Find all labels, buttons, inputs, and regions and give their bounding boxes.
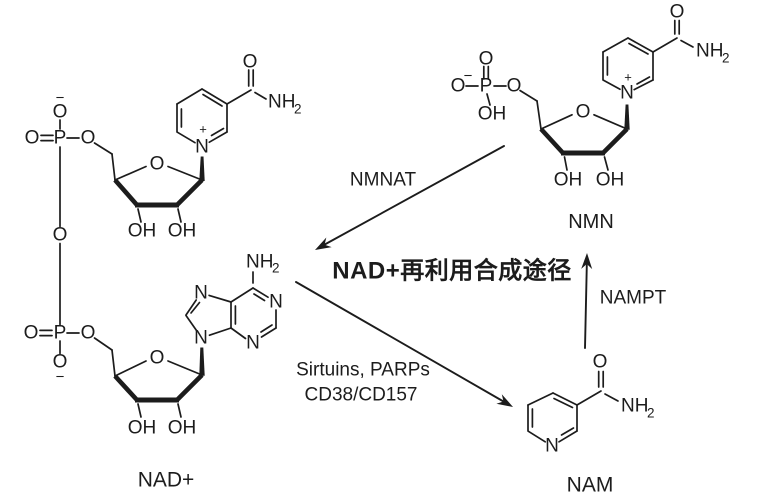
atom-label: N	[246, 333, 260, 354]
atom-label: O	[593, 352, 608, 373]
atom-label: P	[54, 128, 67, 149]
plus-charge: +	[199, 122, 207, 137]
atom-label: N	[620, 83, 634, 104]
atom-label: 2	[647, 406, 655, 421]
nampt-arrow	[581, 253, 593, 349]
atom-label: O	[53, 225, 68, 246]
atom-label: P	[54, 323, 67, 344]
nmnat-arrow	[315, 145, 505, 250]
atom-label: NH	[246, 252, 273, 273]
atom-label: N	[195, 137, 209, 158]
atom-label: O	[670, 2, 685, 23]
atom-label: NH	[621, 396, 648, 417]
atom-label: OH	[554, 170, 583, 191]
nmnat-enzyme-label: NMNAT	[350, 170, 417, 191]
minus-charge: −	[56, 369, 65, 386]
plus-charge: +	[624, 70, 632, 85]
nmn-structure: − O P O OH O O OH OH N +	[451, 2, 730, 234]
nmn-label: NMN	[568, 211, 614, 233]
cd38-cd157-label: CD38/CD157	[305, 385, 418, 406]
nampt-enzyme-label: NAMPT	[600, 288, 667, 309]
atom-label: O	[507, 76, 522, 97]
atom-label: O	[25, 128, 40, 149]
atom-label: OH	[478, 104, 507, 125]
minus-charge: −	[464, 68, 473, 85]
atom-label: P	[480, 76, 493, 97]
atom-label: OH	[596, 170, 625, 191]
nam-label: NAM	[567, 474, 614, 496]
atom-label: O	[451, 76, 466, 97]
atom-label: 2	[722, 51, 730, 66]
pathway-title: NAD+再利用合成途径	[332, 257, 572, 285]
sirtuins-parps-label: Sirtuins, PARPs	[296, 360, 430, 381]
atom-label: O	[479, 49, 494, 70]
atom-label: O	[81, 128, 96, 149]
nam-structure: N O NH 2 NAM	[527, 352, 655, 496]
atom-label: O	[150, 348, 165, 369]
atom-label: OH	[128, 418, 157, 439]
atom-label: N	[269, 292, 283, 313]
atom-label: O	[243, 52, 258, 73]
atom-label: O	[576, 102, 591, 123]
degradation-arrow	[295, 281, 513, 407]
atom-label: OH	[128, 221, 157, 242]
atom-label: N	[194, 283, 208, 304]
atom-label: 2	[272, 261, 280, 276]
atom-label: 2	[294, 102, 302, 117]
atom-label: O	[53, 102, 68, 123]
atom-label: O	[81, 323, 96, 344]
atom-label: O	[150, 154, 165, 175]
atom-label: O	[24, 323, 39, 344]
nad-structure: − O P O O O P O O O − O OH	[24, 52, 302, 492]
minus-charge: −	[56, 90, 65, 107]
atom-label: NH	[696, 41, 723, 62]
atom-label: OH	[168, 221, 197, 242]
atom-label: N	[194, 328, 208, 349]
atom-label: OH	[168, 418, 197, 439]
nad-label: NAD+	[138, 469, 195, 492]
atom-label: O	[53, 352, 68, 373]
atom-label: NH	[268, 92, 295, 113]
atom-label: N	[545, 436, 559, 457]
